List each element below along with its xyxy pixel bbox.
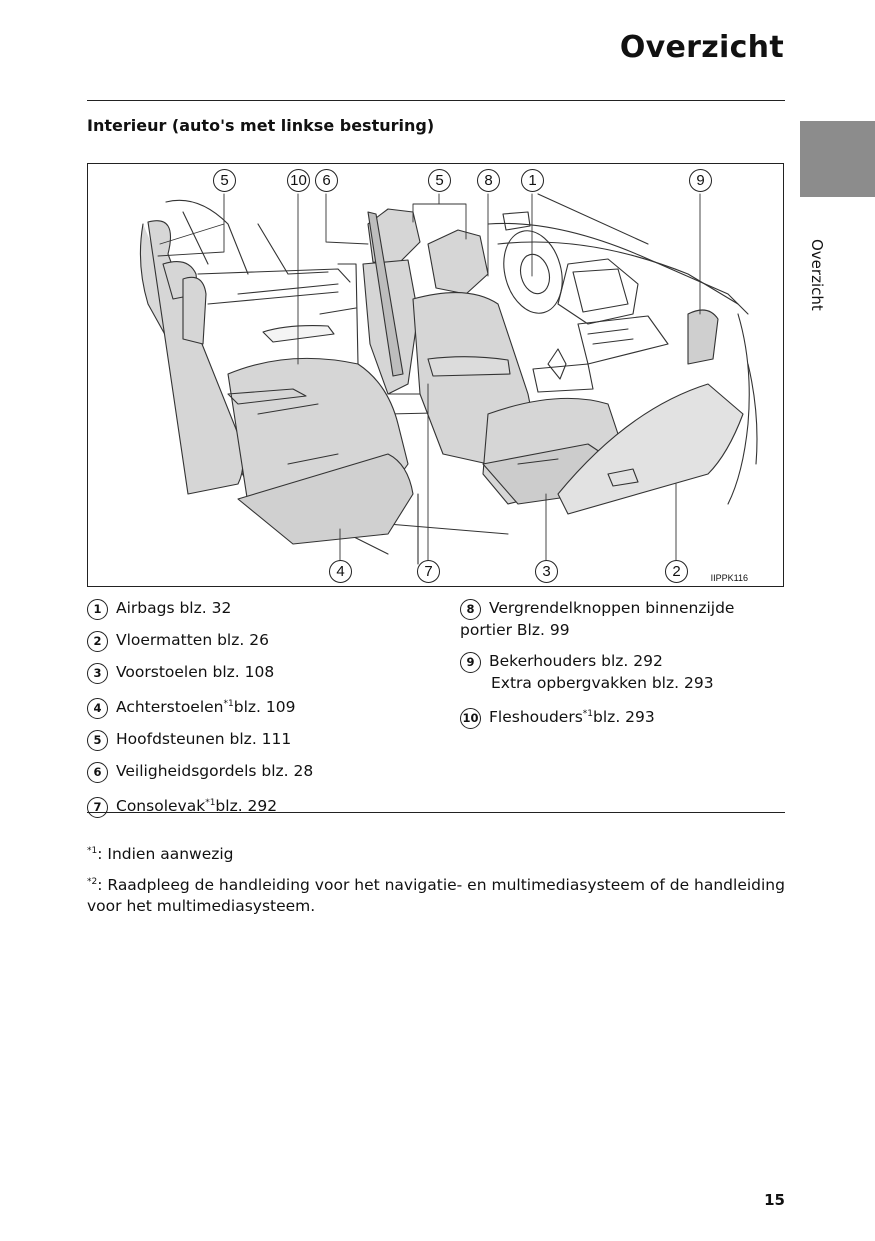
interior-illustration	[88, 164, 784, 587]
figure-callout-top-6: 9	[689, 169, 712, 192]
footnote-text: : Raadpleeg de handleiding voor het navi…	[87, 876, 785, 915]
callout-text: Vloermatten blz. 26	[116, 631, 269, 649]
callout-item-9: 9 Bekerhouders blz. 292 Extra opbergvakke…	[460, 651, 785, 694]
footnote-divider	[87, 812, 785, 813]
header-divider	[87, 100, 785, 101]
callout-item-5: 5 Hoofdsteunen blz. 111	[87, 729, 447, 751]
callout-number: 10	[460, 708, 481, 729]
footnote-text: : Indien aanwezig	[97, 845, 233, 863]
callout-text: Vergrendelknoppen binnenzijde	[489, 599, 734, 617]
figure-callout-top-4: 8	[477, 169, 500, 192]
callout-number: 3	[87, 663, 108, 684]
page-number: 15	[764, 1191, 785, 1209]
callout-text: Hoofdsteunen blz. 111	[116, 730, 291, 748]
callout-item-1: 1 Airbags blz. 32	[87, 598, 447, 620]
figure-callout-top-3: 5	[428, 169, 451, 192]
page-title: Overzicht	[620, 30, 784, 65]
callout-text-continued: Extra opbergvakken blz. 293	[460, 674, 714, 692]
footnote-mark: *1	[87, 846, 97, 856]
footnote-2: *2: Raadpleeg de handleiding voor het na…	[87, 872, 787, 917]
footnote-mark: *1	[205, 798, 215, 808]
callout-number: 5	[87, 730, 108, 751]
callout-number: 1	[87, 599, 108, 620]
figure-callout-bottom-0: 4	[329, 560, 352, 583]
callout-number: 7	[87, 797, 108, 818]
callout-text: Bekerhouders blz. 292	[489, 652, 663, 670]
footnote-mark: *2	[87, 877, 97, 887]
callout-page-ref: blz. 293	[593, 708, 655, 726]
callout-item-3: 3 Voorstoelen blz. 108	[87, 662, 447, 684]
callout-number: 4	[87, 698, 108, 719]
callout-page-ref: blz. 109	[234, 698, 296, 716]
callout-text-continued: portier Blz. 99	[460, 621, 570, 639]
side-tab-marker	[800, 121, 875, 197]
figure-callout-top-5: 1	[521, 169, 544, 192]
footnote-1: *1: Indien aanwezig	[87, 841, 787, 865]
callout-item-10: 10 Fleshouders*1blz. 293	[460, 704, 785, 729]
callout-number: 2	[87, 631, 108, 652]
callout-item-4: 4 Achterstoelen*1blz. 109	[87, 694, 447, 719]
figure-callout-bottom-1: 7	[417, 560, 440, 583]
callout-text: Achterstoelen	[116, 698, 224, 716]
callout-number: 6	[87, 762, 108, 783]
footnote-mark: *1	[583, 709, 593, 719]
callout-item-8: 8 Vergrendelknoppen binnenzijde portier B…	[460, 598, 785, 641]
callout-item-6: 6 Veiligheidsgordels blz. 28	[87, 761, 447, 783]
section-title: Interieur (auto's met linkse besturing)	[87, 116, 434, 135]
callout-item-2: 2 Vloermatten blz. 26	[87, 630, 447, 652]
figure-callout-top-2: 6	[315, 169, 338, 192]
callout-number: 8	[460, 599, 481, 620]
callout-text: Voorstoelen blz. 108	[116, 663, 274, 681]
footnote-mark: *1	[224, 699, 234, 709]
figure-callout-top-0: 5	[213, 169, 236, 192]
callout-list-right: 8 Vergrendelknoppen binnenzijde portier B…	[460, 598, 785, 739]
callout-text: Airbags blz. 32	[116, 599, 231, 617]
figure-callout-top-1: 10	[287, 169, 310, 192]
figure-callout-bottom-3: 2	[665, 560, 688, 583]
figure-callout-bottom-2: 3	[535, 560, 558, 583]
callout-number: 9	[460, 652, 481, 673]
callout-text: Veiligheidsgordels blz. 28	[116, 762, 313, 780]
side-tab-label: Overzicht	[808, 239, 826, 289]
figure-code: IIPPK116	[711, 573, 748, 583]
callout-text: Fleshouders	[489, 708, 583, 726]
